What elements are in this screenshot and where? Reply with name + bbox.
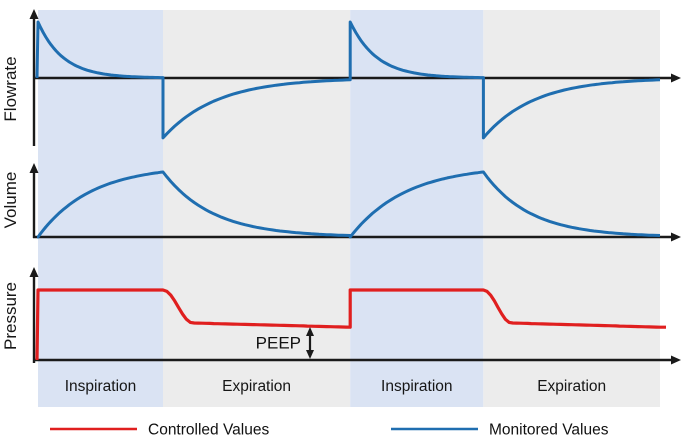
- pressure-y-axis-arrow-icon: [29, 267, 39, 277]
- pressure-axis-label: Pressure: [1, 282, 20, 350]
- volume-axis-label: Volume: [1, 172, 20, 229]
- volume-curve: [36, 170, 661, 239]
- expiration-band-1: [163, 10, 351, 407]
- flowrate-x-axis-arrow-icon: [671, 73, 681, 83]
- inspiration-band-1: [38, 10, 163, 407]
- pressure-x-axis-arrow-icon: [671, 355, 681, 365]
- expiration-band-2: [483, 10, 660, 407]
- inspiration-band-2: [350, 10, 484, 407]
- flowrate-axis-label: Flowrate: [1, 56, 20, 121]
- legend-controlled-label: Controlled Values: [148, 422, 269, 439]
- volume-x-axis-arrow-icon: [671, 232, 681, 242]
- legend: Controlled Values Monitored Values: [50, 422, 609, 439]
- legend-monitored-label: Monitored Values: [489, 422, 609, 439]
- phase-label-inspiration-1: Inspiration: [65, 378, 137, 395]
- flowrate-curve: [35, 20, 661, 140]
- phase-label-expiration-1: Expiration: [222, 378, 291, 395]
- phase-label-inspiration-2: Inspiration: [381, 378, 453, 395]
- phase-label-expiration-2: Expiration: [537, 378, 606, 395]
- peep-arrow-up-icon: [306, 327, 314, 336]
- pressure-curve: [35, 288, 666, 361]
- peep-annotation-label: PEEP: [256, 334, 301, 353]
- peep-arrow-down-icon: [306, 350, 314, 359]
- volume-y-axis-arrow-icon: [29, 163, 39, 173]
- flowrate-y-axis-arrow-icon: [29, 9, 39, 19]
